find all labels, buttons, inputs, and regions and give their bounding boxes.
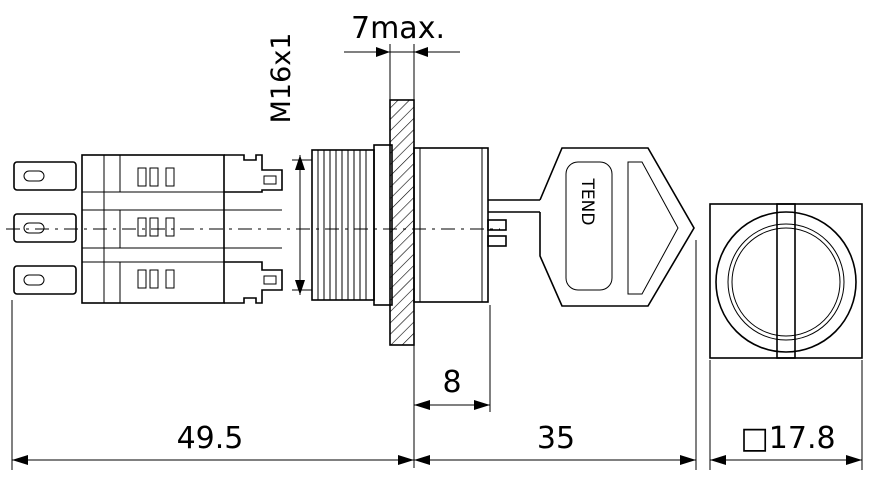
dim-key-length: 35	[414, 240, 697, 470]
key: TEND	[539, 147, 695, 307]
front-view	[709, 203, 863, 359]
dim-key-length-label: 35	[537, 421, 575, 456]
dim-body-length-label: 49.5	[177, 421, 244, 456]
terminal-top	[13, 161, 77, 191]
key-shaft	[487, 199, 540, 247]
dim-body-length: 49.5	[11, 300, 414, 470]
mounting-panel	[389, 99, 415, 346]
threaded-bushing	[311, 144, 393, 306]
dim-8: 8	[413, 305, 491, 468]
dim-thread: M16x1	[266, 33, 312, 295]
dim-face-size: □17.8	[709, 360, 863, 470]
key-marking: TEND	[577, 178, 597, 226]
dim-face-size-label: □17.8	[740, 421, 835, 456]
dim-8-label: 8	[442, 365, 461, 400]
dim-panel-label: 7max.	[351, 11, 445, 46]
front-bezel	[413, 147, 489, 303]
dim-panel: 7max.	[344, 11, 460, 100]
dim-thread-label: M16x1	[266, 33, 297, 124]
terminal-bottom	[13, 265, 77, 295]
latch-clips	[224, 154, 283, 304]
terminal-middle	[13, 213, 77, 243]
contact-block	[81, 154, 225, 304]
